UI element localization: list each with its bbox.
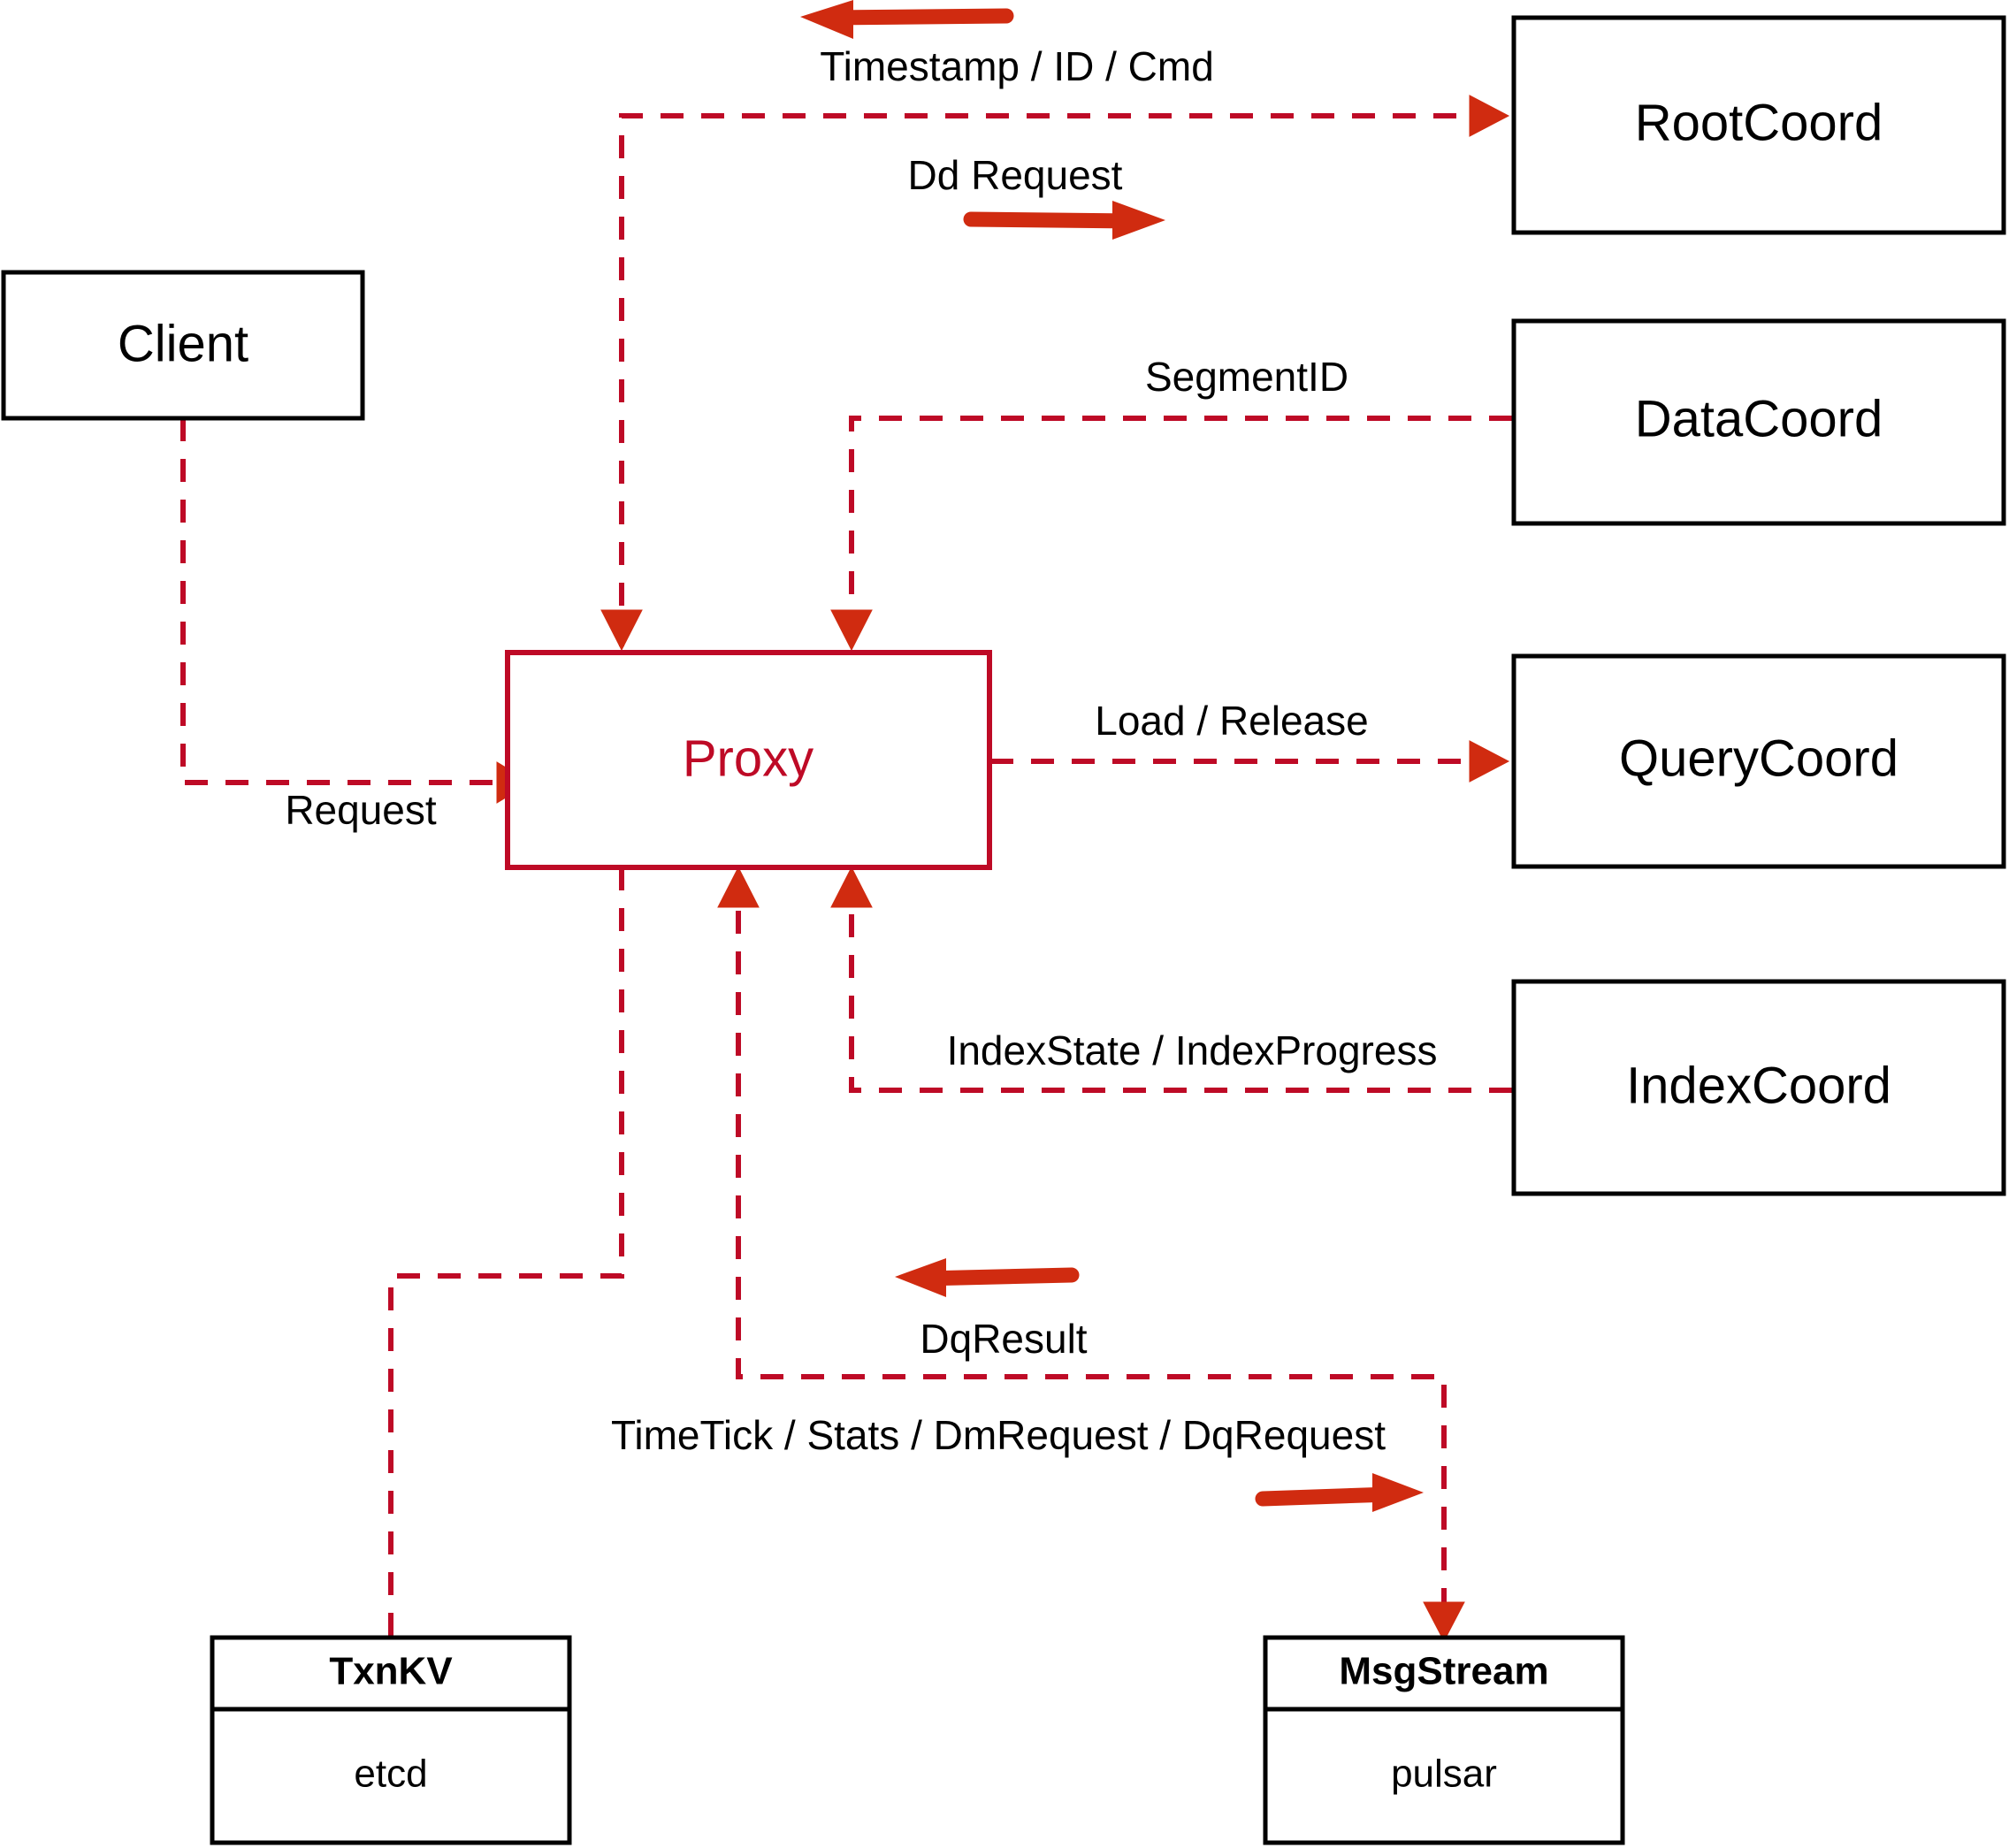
- node-rootcoord-label: RootCoord: [1635, 94, 1883, 151]
- flow-proxy-to-rootcoord: [619, 113, 1468, 646]
- node-client-label: Client: [118, 315, 248, 372]
- direction-arrow-timetick-right: [1255, 1473, 1424, 1512]
- edge-label-timetick-stats-dmrequest-dqrequest: TimeTick / Stats / DmRequest / DqRequest: [611, 1412, 1386, 1458]
- direction-arrow-dd-request-right: [963, 201, 1165, 240]
- node-indexcoord-label: IndexCoord: [1626, 1057, 1891, 1114]
- flow-proxy-to-txnkv: [388, 867, 624, 1636]
- flow-indexcoord-to-proxy: [849, 911, 1512, 1093]
- flow-proxy-msgstream: [736, 911, 1447, 1605]
- node-rootcoord[interactable]: RootCoord: [1511, 15, 2006, 235]
- arrowhead-proxy-to-rootcoord: [1469, 95, 1510, 137]
- arrowhead-proxy-to-msgstream: [1423, 1601, 1465, 1643]
- node-datacoord-label: DataCoord: [1635, 390, 1883, 447]
- arrowhead-rootcoord-to-proxy: [600, 609, 643, 652]
- node-msgstream-impl: pulsar: [1391, 1753, 1497, 1796]
- edge-label-load-release: Load / Release: [1095, 698, 1368, 744]
- node-msgstream[interactable]: MsgStream pulsar: [1263, 1635, 1625, 1845]
- node-txnkv-title: TxnKV: [329, 1650, 453, 1693]
- edge-label-request: Request: [285, 787, 437, 833]
- edge-label-dd-request: Dd Request: [908, 152, 1123, 198]
- node-indexcoord[interactable]: IndexCoord: [1511, 979, 2006, 1196]
- node-txnkv-impl: etcd: [354, 1753, 427, 1796]
- arrowhead-msgstream-to-proxy: [717, 866, 760, 908]
- edge-label-timestamp-id-cmd: Timestamp / ID / Cmd: [820, 43, 1214, 89]
- flow-datacoord-to-proxy: [849, 416, 1512, 646]
- edge-label-segmentid: SegmentID: [1145, 354, 1348, 400]
- arrowhead-indexcoord-to-proxy: [830, 866, 873, 908]
- arrowhead-proxy-to-querycoord: [1469, 740, 1510, 783]
- flow-client-to-proxy: [180, 418, 495, 785]
- node-proxy-label: Proxy: [683, 729, 814, 787]
- arrowhead-datacoord-to-proxy: [830, 609, 873, 652]
- edge-label-indexstate-indexprogress: IndexState / IndexProgress: [947, 1027, 1438, 1073]
- direction-arrow-dqresult-left: [895, 1258, 1080, 1297]
- node-querycoord[interactable]: QueryCoord: [1511, 653, 2006, 869]
- direction-arrow-timestamp-left: [800, 0, 1014, 39]
- node-datacoord[interactable]: DataCoord: [1511, 318, 2006, 526]
- node-msgstream-title: MsgStream: [1339, 1650, 1548, 1693]
- edge-label-dqresult: DqResult: [920, 1316, 1087, 1362]
- node-txnkv[interactable]: TxnKV etcd: [210, 1635, 572, 1845]
- node-proxy[interactable]: Proxy: [505, 650, 992, 870]
- node-client[interactable]: Client: [1, 270, 365, 421]
- node-querycoord-label: QueryCoord: [1619, 729, 1898, 787]
